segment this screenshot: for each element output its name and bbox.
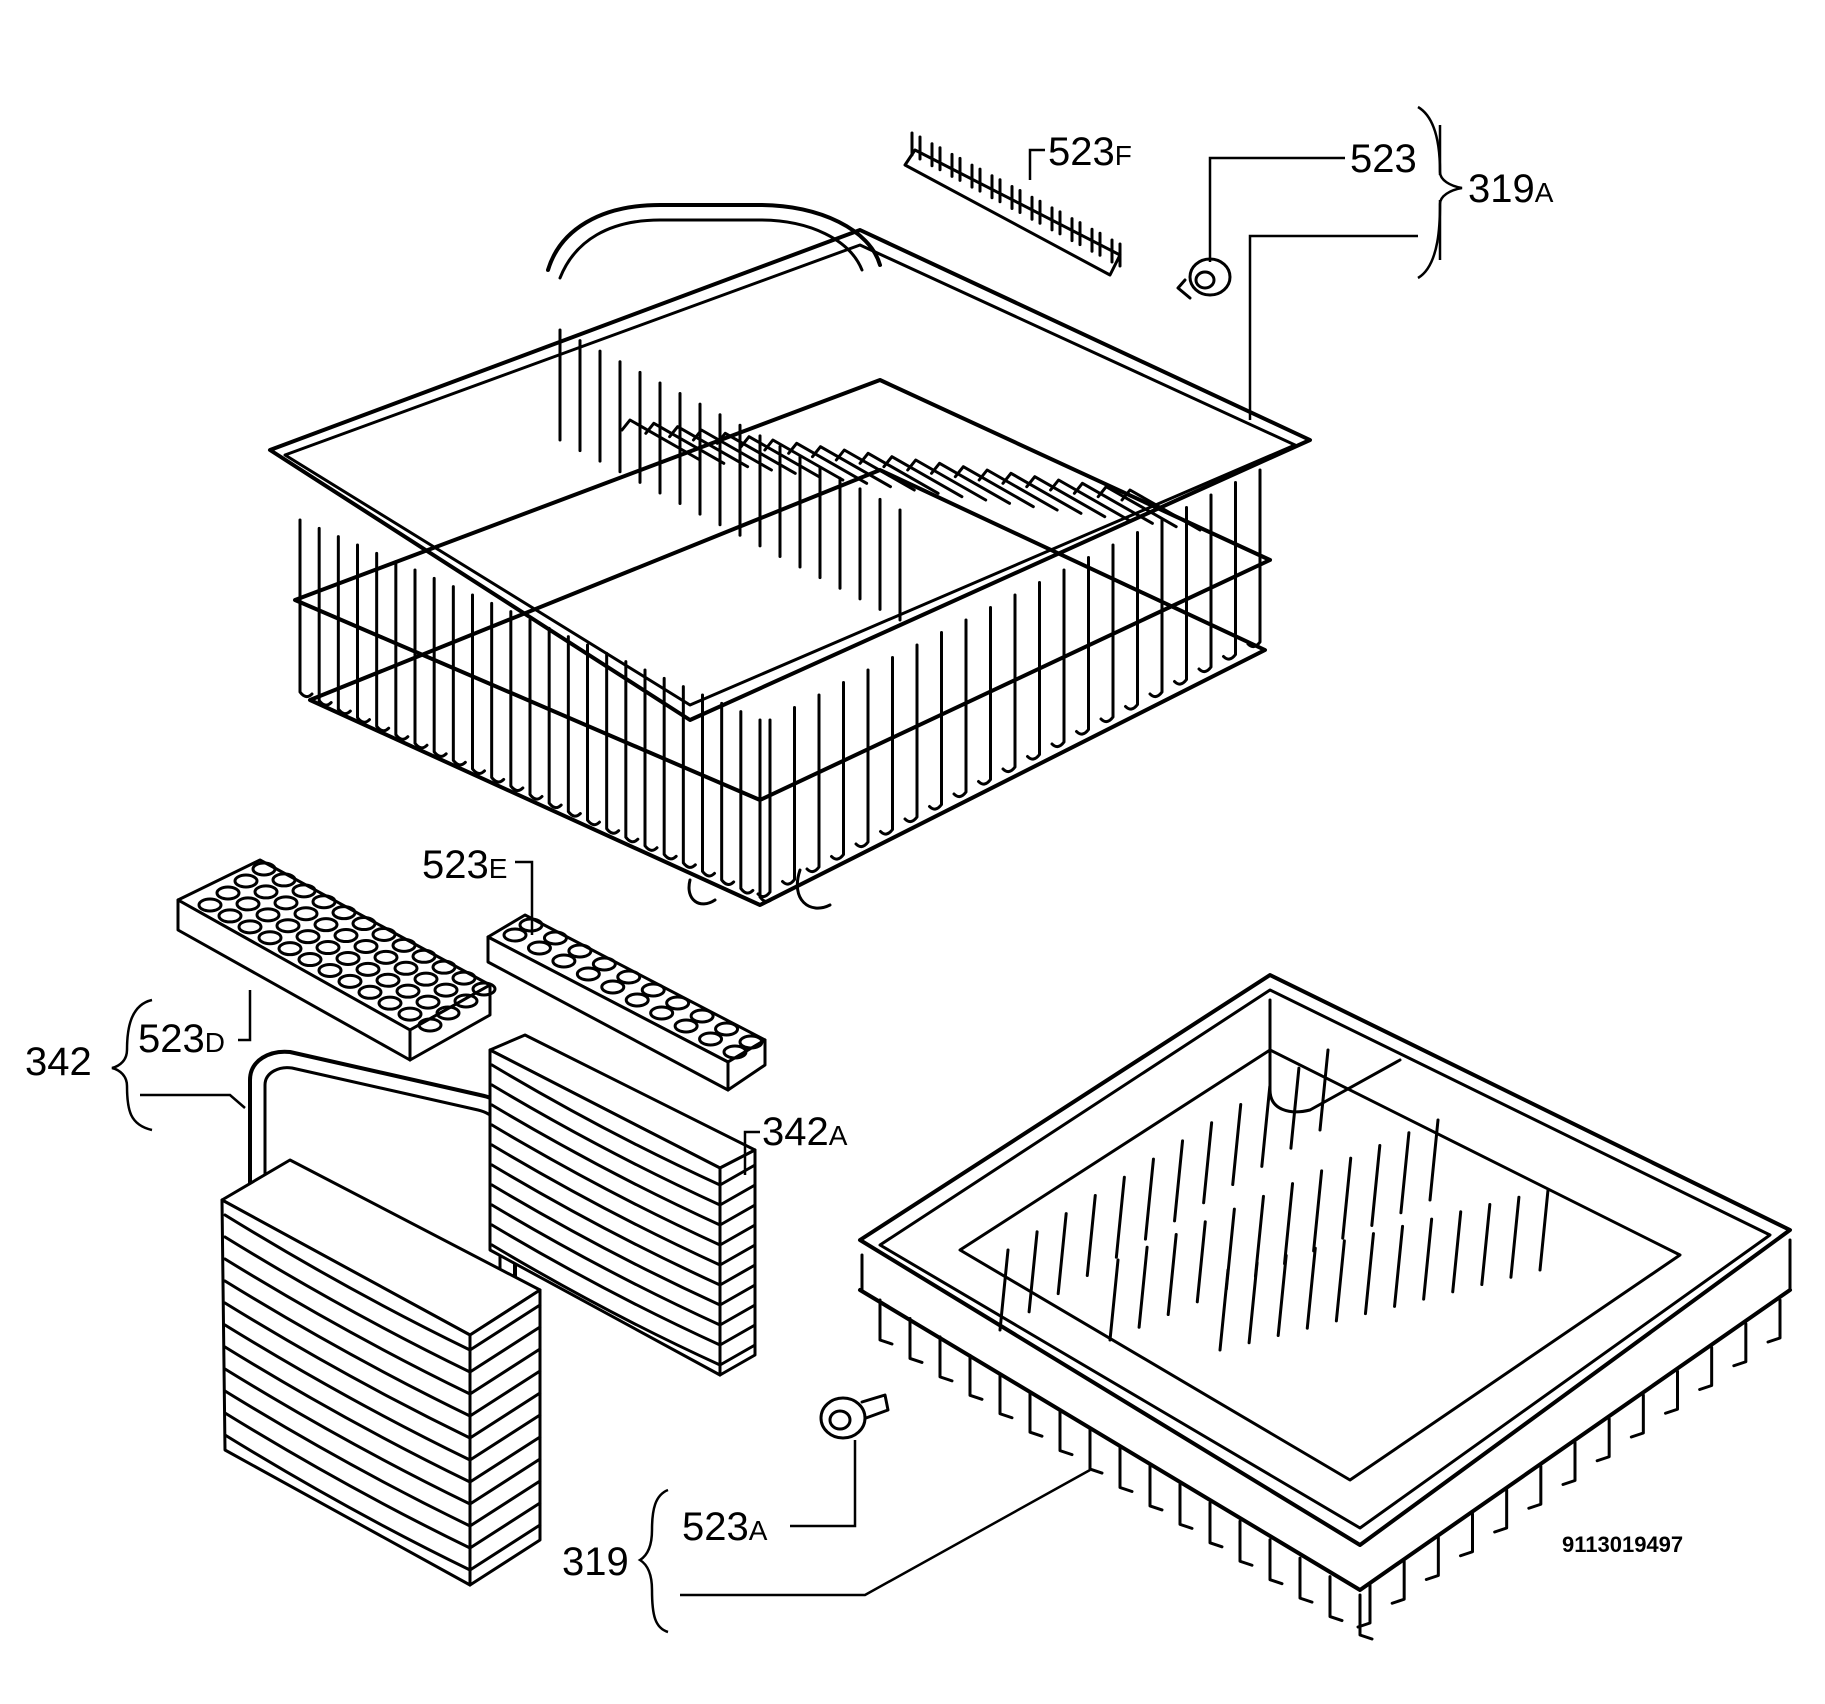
342-cutlery-basket (220, 1049, 542, 1587)
label-523F: 523F (1048, 130, 1132, 174)
upper-basket-drawing (268, 203, 1312, 910)
label-523D: 523D (138, 1017, 225, 1061)
drawing-code: 9113019497 (1562, 1532, 1683, 1557)
523F-cup-rack-strip (903, 131, 1122, 277)
label-319A: 319A (1468, 167, 1554, 211)
523-upper-wheel (1176, 257, 1232, 300)
label-523A: 523A (682, 1505, 768, 1549)
lower-basket-drawing (858, 973, 1792, 1641)
reference-labels: 523F 523 319A 523E 523D 342 342A 523A 31… (25, 130, 1683, 1584)
label-523: 523 (1350, 137, 1417, 181)
523D-large-cutlery-grid (176, 858, 497, 1062)
342A-small-cutlery-basket (488, 1033, 757, 1377)
leader-lines (111, 105, 1463, 1634)
523E-small-cutlery-grid (486, 913, 767, 1092)
label-342A: 342A (762, 1110, 848, 1154)
label-342: 342 (25, 1040, 92, 1084)
label-523E: 523E (422, 843, 507, 887)
label-319: 319 (562, 1540, 629, 1584)
523A-lower-wheel (819, 1393, 890, 1440)
